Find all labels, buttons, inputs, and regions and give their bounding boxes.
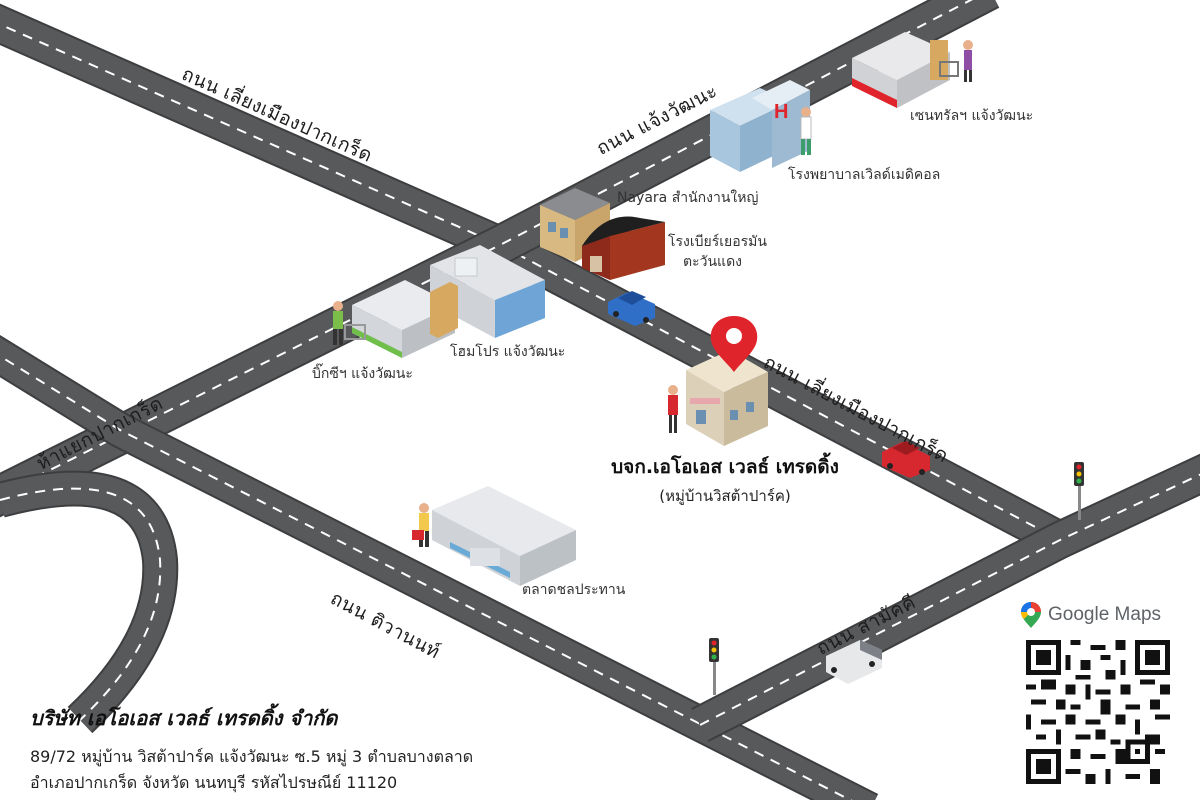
- central-building-icon: [852, 32, 950, 108]
- google-maps-label: Google Maps: [1048, 604, 1162, 625]
- traffic-light-icon: [1074, 462, 1084, 520]
- business-woman-icon: [668, 385, 678, 433]
- shopper-icon: [412, 503, 429, 547]
- homepro-building-icon: [430, 245, 545, 338]
- shopper-icon: [939, 40, 973, 82]
- hospital-building-icon: H: [710, 80, 810, 172]
- place-label-bigc: บิ๊กซีฯ แจ้งวัฒนะ: [312, 366, 413, 382]
- place-label-beer-line1: โรงเบียร์เยอรมัน: [668, 234, 767, 250]
- company-map-sublabel: (หมู่บ้านวิสต้าปาร์ค): [659, 487, 791, 505]
- address-line-1: 89/72 หมู่บ้าน วิสต้าปาร์ค แจ้งวัฒนะ ซ.5…: [30, 747, 474, 766]
- company-title: บริษัท เอโอเอส เวลธ์ เทรดดิ้ง จำกัด: [30, 706, 338, 730]
- qr-code[interactable]: [1026, 640, 1170, 784]
- location-pin-icon: [710, 316, 758, 372]
- traffic-light-icon: [709, 638, 719, 695]
- address-line-2: อำเภอปากเกร็ด จังหวัด นนทบุรี รหัสไปรษณี…: [30, 773, 398, 792]
- company-info: บริษัท เอโอเอส เวลธ์ เทรดดิ้ง จำกัด 89/7…: [30, 702, 630, 796]
- market-building-icon: [432, 486, 576, 586]
- place-label-hospital: โรงพยาบาลเวิลด์เมดิคอล: [788, 167, 941, 183]
- bigc-building-icon: [352, 280, 458, 358]
- place-label-homepro: โฮมโปร แจ้งวัฒนะ: [450, 344, 566, 360]
- beer-hall-icon: [582, 216, 665, 280]
- svg-text:H: H: [774, 101, 788, 123]
- place-label-beer-line2: ตะวันแดง: [683, 254, 742, 270]
- google-maps-pin-icon: [1021, 602, 1041, 628]
- google-maps-brand[interactable]: Google Maps: [1020, 600, 1161, 630]
- red-car-icon: [882, 441, 930, 478]
- company-building-icon: [686, 350, 768, 446]
- place-label-market: ตลาดชลประทาน: [522, 582, 626, 598]
- doctor-icon: [800, 107, 812, 155]
- place-label-nayara: Nayara สำนักงานใหญ่: [617, 190, 759, 206]
- shopper-icon: [333, 301, 366, 345]
- company-map-name: บจก.เอโอเอส เวลธ์ เทรดดิ้ง: [611, 456, 839, 478]
- blue-car-icon: [608, 291, 655, 326]
- company-map-label: บจก.เอโอเอส เวลธ์ เทรดดิ้ง (หมู่บ้านวิสต…: [560, 452, 890, 508]
- white-van-icon: [826, 640, 882, 684]
- place-label-central: เซนทรัลฯ แจ้งวัฒนะ: [910, 108, 1034, 124]
